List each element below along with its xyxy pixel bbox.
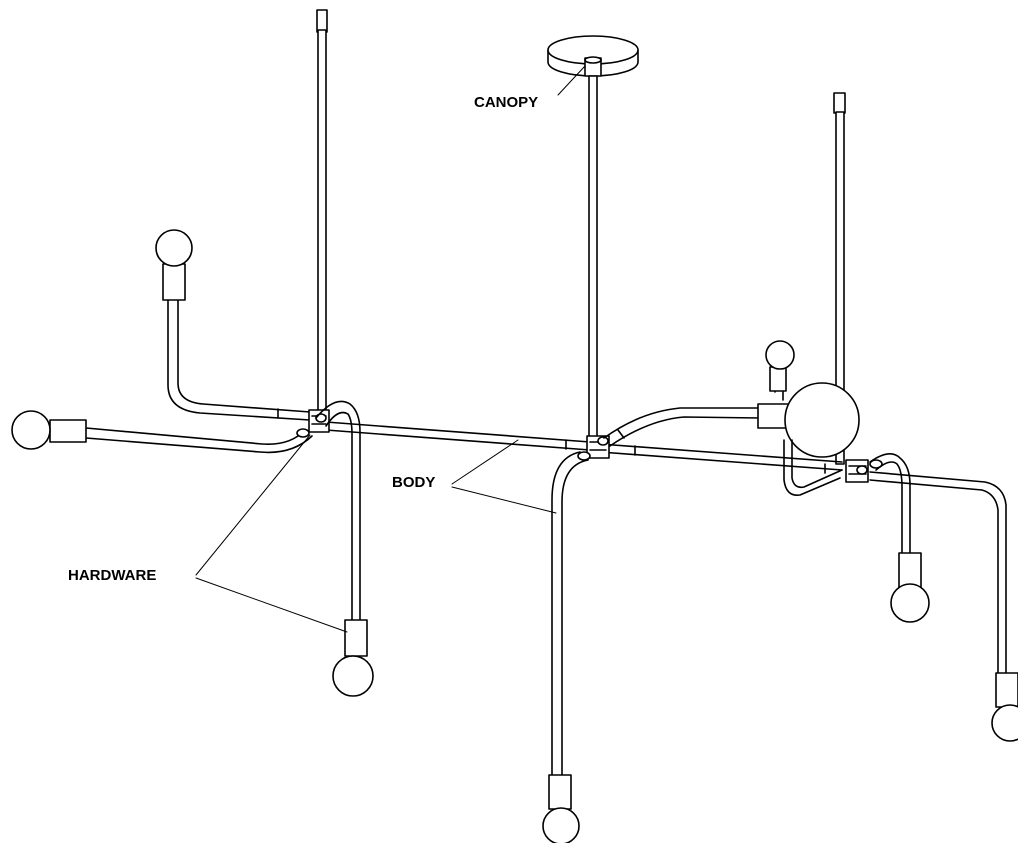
right-small-up-arm: [765, 340, 795, 401]
center-right-arm: [603, 382, 860, 458]
body-leader-line-lower: [451, 486, 557, 514]
right-loop-arm: [783, 439, 843, 497]
center-hub-hardware: [577, 435, 610, 461]
right-hub-hardware: [824, 459, 883, 483]
canopy-leader-line: [557, 65, 586, 96]
hardware-label: HARDWARE: [68, 567, 157, 584]
left-horizontal-arm: [11, 410, 313, 454]
hardware-leader-line-upper: [195, 434, 311, 576]
left-hub-hardware: [296, 409, 330, 438]
suspension-rods: [316, 9, 846, 465]
right-short-down-arm: [869, 453, 930, 623]
right-long-arm: [869, 471, 1018, 742]
left-upper-arm: [155, 229, 311, 421]
canopy: [547, 35, 639, 77]
hardware-leader-line-lower: [195, 577, 348, 633]
center-down-arm: [542, 451, 589, 843]
body-label: BODY: [392, 474, 436, 491]
body-leader-line-upper: [451, 439, 519, 485]
canopy-label: CANOPY: [474, 94, 539, 111]
main-body-tube: [325, 421, 843, 471]
left-down-arm: [315, 400, 374, 697]
callout-leaders: [195, 65, 586, 633]
